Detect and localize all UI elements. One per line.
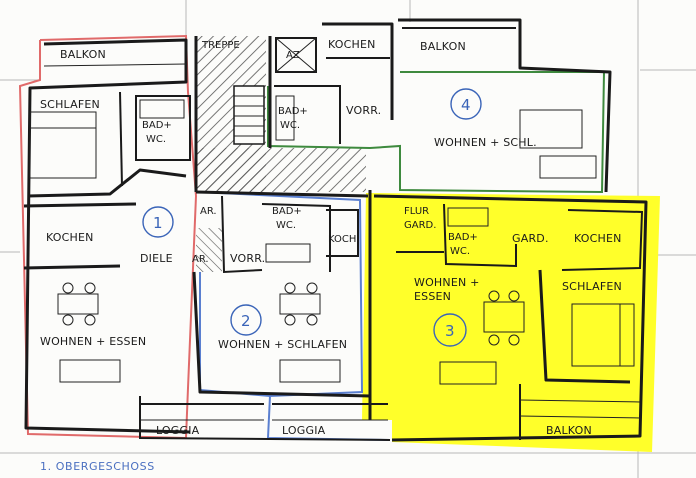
room-label: BALKON	[420, 40, 466, 53]
balcony-railing-unit-1	[43, 63, 187, 67]
room-label: BALKON	[60, 48, 106, 61]
walls	[23, 18, 648, 442]
dining-table-unit-3	[483, 290, 525, 346]
bathtub-unit-3	[447, 207, 489, 227]
room-label: FLUR	[404, 206, 429, 217]
room-label: DIELE	[140, 252, 173, 265]
room-label: WOHNEN +	[414, 276, 480, 289]
bed-unit-1	[29, 111, 97, 179]
shaft-hatch	[196, 228, 222, 272]
room-label: VORR.	[230, 252, 265, 265]
room-label: GARD.	[404, 220, 436, 231]
lift-label: AZ	[286, 50, 300, 61]
unit-number-3: 3	[433, 313, 467, 347]
room-labels-unit-2: AR. BAD+ WC. KOCH. VORR. WOHNEN + SCHLAF…	[200, 206, 359, 437]
room-label: WC.	[450, 246, 470, 257]
bathtub-unit-2	[265, 243, 311, 263]
room-label: VORR.	[346, 104, 381, 117]
room-label: SCHLAFEN	[562, 280, 622, 293]
corridor-hatch	[196, 148, 366, 192]
floor-caption: 1. OBERGESCHOSS	[40, 460, 155, 473]
room-labels-unit-4: KOCHEN BALKON BAD+ WC. VORR. WOHNEN + SC…	[278, 38, 537, 149]
room-label: WC.	[276, 220, 296, 231]
unit-number-2: 2	[230, 304, 262, 336]
sofa-unit-1	[59, 359, 121, 383]
room-label: WOHNEN + SCHL.	[434, 136, 537, 149]
room-label: KOCHEN	[574, 232, 622, 245]
room-label: ESSEN	[414, 290, 451, 303]
room-label: LOGGIA	[282, 424, 326, 437]
svg-text:1: 1	[153, 214, 163, 232]
dining-table-unit-1	[57, 282, 99, 326]
room-label: WOHNEN + ESSEN	[40, 335, 146, 348]
svg-text:2: 2	[241, 312, 251, 330]
sofa-unit-2	[279, 359, 341, 383]
room-label: AR.	[192, 254, 209, 265]
dining-table-unit-2	[279, 282, 321, 326]
room-label: WOHNEN + SCHLAFEN	[218, 338, 347, 351]
room-label: WC.	[280, 120, 300, 131]
room-label: GARD.	[512, 232, 549, 245]
stair-label: TREPPE	[201, 40, 240, 51]
room-label: SCHLAFEN	[40, 98, 100, 111]
room-label: AR.	[200, 206, 217, 217]
balcony-railing-unit-3	[519, 399, 641, 419]
bathtub-unit-4	[275, 95, 295, 141]
unit-number-1: 1	[142, 206, 174, 238]
unit-3-highlight	[362, 193, 660, 452]
room-label: KOCH.	[328, 234, 359, 245]
room-label: BAD+	[142, 120, 172, 131]
svg-text:3: 3	[445, 322, 455, 340]
sofa-unit-4	[539, 155, 597, 179]
stair-flight	[233, 85, 265, 145]
unit-2-outline-left	[199, 272, 271, 397]
room-label: BAD+	[448, 232, 478, 243]
room-label: KOCHEN	[46, 231, 94, 244]
room-label: BALKON	[546, 424, 592, 437]
lift-shaft	[275, 37, 317, 73]
unit-number-4: 4	[450, 88, 482, 120]
room-label: BAD+	[272, 206, 302, 217]
bed-unit-3	[571, 303, 635, 367]
unit-4-outline	[267, 71, 606, 194]
bed-unit-4	[519, 109, 583, 149]
bathtub-unit-1	[139, 99, 185, 119]
room-label: BAD+	[278, 106, 308, 117]
room-labels-unit-3: FLUR GARD. BAD+ WC. GARD. KOCHEN WOHNEN …	[404, 206, 622, 437]
room-label: LOGGIA	[156, 424, 200, 437]
room-label: KOCHEN	[328, 38, 376, 51]
sofa-unit-3	[439, 361, 497, 385]
room-label: WC.	[146, 134, 166, 145]
room-labels-unit-1: BALKON SCHLAFEN BAD+ WC. KOCHEN DIELE AR…	[40, 48, 209, 437]
svg-text:4: 4	[461, 96, 471, 114]
